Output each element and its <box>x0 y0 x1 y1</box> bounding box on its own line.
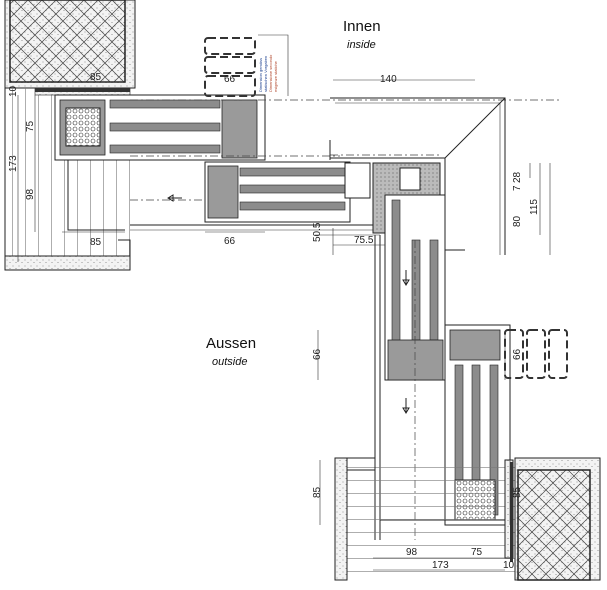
slide-arrow-down-icon-2 <box>402 398 410 414</box>
dim-66-right-right: 66 <box>512 348 523 360</box>
top-sliding-sash <box>130 161 380 231</box>
note-line-4: esigenze statiche <box>273 60 278 92</box>
dim-10-bottom: 10 <box>503 560 515 571</box>
label-aussen: Aussen <box>206 335 256 352</box>
static-reinforcement-top: Dimension gemäss statischen Vorgaben Dim… <box>204 34 289 97</box>
top-fixed-frame <box>54 94 560 231</box>
dim-85-bottom-right: 85 <box>512 486 523 498</box>
note-line-3: Dimensione secondo <box>268 54 273 92</box>
dim-85-top: 85 <box>90 72 102 83</box>
dim-75-top: 75 <box>25 120 36 132</box>
wall-bottom-right <box>334 457 601 581</box>
dimension-lines <box>17 79 551 571</box>
dim-50-5: 50.5 <box>312 222 323 242</box>
note-line-2: statischen Vorgaben <box>263 56 268 92</box>
dim-85-left-bottom: 85 <box>90 237 102 248</box>
dim-85-bottom-left: 85 <box>312 486 323 498</box>
note-line-1: Dimension gemäss <box>258 58 263 92</box>
dim-66-right-left: 66 <box>312 348 323 360</box>
dimension-labels: 85 10 75 173 98 85 66 66 140 28 7 80 115… <box>8 72 540 571</box>
vertical-sliding-sash <box>374 194 465 540</box>
dim-7: 7 <box>512 185 523 191</box>
dim-115: 115 <box>529 199 540 215</box>
dim-75-5: 75.5 <box>354 235 374 246</box>
dim-66-lower: 66 <box>224 236 236 247</box>
dim-173-bottom: 173 <box>432 560 449 571</box>
dim-75-bottom: 75 <box>471 547 483 558</box>
dim-98-bottom: 98 <box>406 547 418 558</box>
dim-173-top: 173 <box>8 155 19 172</box>
label-inside: inside <box>347 39 376 51</box>
dim-140: 140 <box>380 74 397 85</box>
dim-80: 80 <box>512 215 523 227</box>
dim-10-top: 10 <box>8 85 19 97</box>
slide-arrow-down-icon <box>402 270 410 286</box>
slide-arrow-left-icon <box>167 194 182 202</box>
label-outside: outside <box>212 356 247 368</box>
dim-98-top: 98 <box>25 188 36 200</box>
dim-28: 28 <box>512 171 523 183</box>
dim-66-upper: 66 <box>224 74 236 85</box>
label-innen: Innen <box>343 18 381 35</box>
